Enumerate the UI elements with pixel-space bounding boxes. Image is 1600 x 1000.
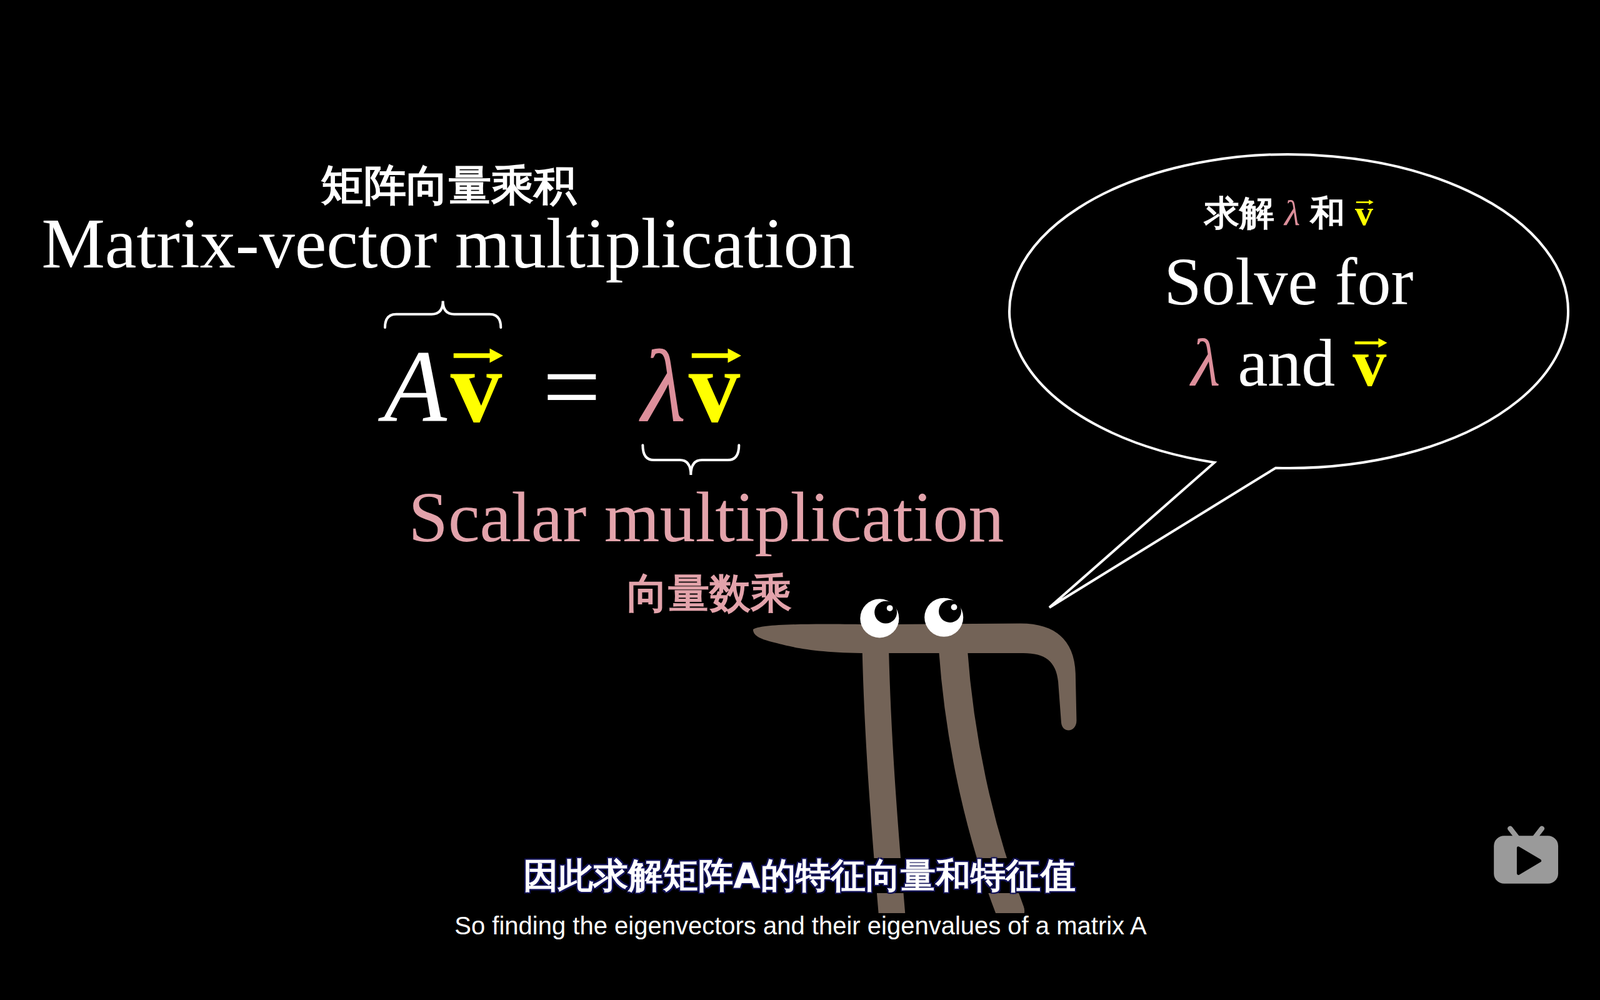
chinese-prompt: 求解 xyxy=(1204,195,1275,231)
equals-sign: = xyxy=(542,335,601,439)
label-anchor: 矩阵向量乘积 xyxy=(321,164,577,207)
text-row: λandv xyxy=(1008,329,1570,397)
vector-symbol: v xyxy=(688,335,741,439)
speech-bubble: 求解λ和vSolve forλandv xyxy=(1008,153,1570,470)
eigenvalue-symbol: λ xyxy=(1284,195,1300,232)
pi-pupil xyxy=(874,601,897,624)
curly-brace xyxy=(385,301,501,328)
matrix-symbol: A xyxy=(383,335,447,439)
curly-brace xyxy=(642,445,739,475)
speech-bubble-outline xyxy=(1009,154,1569,608)
player-icon-body xyxy=(1493,835,1559,884)
pi-top-bar xyxy=(753,623,1077,731)
pi-mouth xyxy=(896,657,922,662)
eigenvalue-symbol: λ xyxy=(1191,329,1221,397)
label-anchor: 向量数乘 xyxy=(626,573,792,615)
vector-symbol: v xyxy=(450,335,503,439)
chinese-prompt: 和 xyxy=(1310,195,1345,231)
vector-symbol: v xyxy=(1352,329,1387,397)
pi-eye-highlight xyxy=(951,604,958,611)
prompt-text: and xyxy=(1237,329,1335,397)
label-anchor: 因此求解矩阵A的特征向量和特征值 xyxy=(518,858,1080,894)
subtitle-english: So finding the eigenvectors and their ei… xyxy=(449,913,1152,939)
player-icon-play xyxy=(1518,848,1540,874)
label-anchor: So finding the eigenvectors and their ei… xyxy=(449,913,1152,939)
player-icon-antenna xyxy=(1535,828,1542,839)
chinese-heading: 矩阵向量乘积 xyxy=(321,164,577,207)
prompt-text: Solve for xyxy=(1164,248,1414,316)
term-label: Scalar multiplication xyxy=(408,481,1005,554)
text-row: Solve for xyxy=(1008,248,1570,316)
text-row: 求解λ和v xyxy=(1008,195,1570,232)
pi-eye-highlight xyxy=(886,605,894,612)
vector-symbol: v xyxy=(1355,195,1374,232)
pi-pupil xyxy=(938,600,962,623)
term-label: Matrix-vector multiplication xyxy=(41,208,855,280)
equation: Av=λv xyxy=(383,335,740,439)
subtitle-chinese: 因此求解矩阵A的特征向量和特征值 xyxy=(518,858,1080,894)
pi-eye xyxy=(860,598,899,638)
label-anchor: Scalar multiplication xyxy=(408,481,1005,554)
player-icon-antenna xyxy=(1510,828,1517,839)
label-anchor: Matrix-vector multiplication xyxy=(41,208,855,280)
pi-eye xyxy=(924,598,964,637)
eigenvalue-symbol: λ xyxy=(641,335,686,439)
chinese-term: 向量数乘 xyxy=(626,573,792,615)
